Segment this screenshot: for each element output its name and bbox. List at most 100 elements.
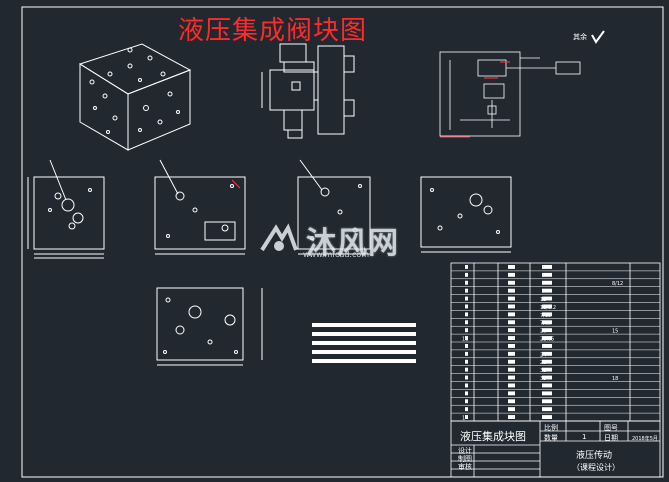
parts-row-glyph (508, 399, 515, 404)
parts-row-glyph (542, 304, 552, 309)
parts-row-glyph (465, 391, 468, 396)
parts-row-glyph (508, 280, 515, 285)
parts-row-glyph (465, 415, 468, 419)
parts-row-glyph (465, 288, 468, 293)
parts-row-text: 12/8.2 (540, 305, 556, 311)
parts-row-glyph (542, 272, 552, 277)
parts-row-glyph (508, 288, 515, 293)
parts-row-glyph (508, 359, 515, 364)
parts-row-text: 24 (540, 352, 546, 358)
parts-row-glyph (465, 375, 468, 380)
parts-row-glyph (508, 272, 515, 277)
parts-row-glyph (465, 407, 468, 412)
parts-row-text: 7/15 (540, 313, 551, 319)
watermark-logo-icon (260, 223, 298, 252)
parts-row-glyph (542, 344, 552, 348)
parts-row-glyph (465, 328, 468, 333)
drawing-border (21, 6, 664, 478)
parts-row-glyph (508, 296, 515, 301)
drawing-title: 液压集成阀块图 (178, 16, 368, 46)
isometric-block-view (78, 43, 192, 151)
parts-row-text: 12 (540, 297, 546, 303)
title-block-frame (450, 420, 661, 478)
title-block-drawing-no-label: 图号 (604, 424, 618, 432)
parts-row-glyph (542, 407, 552, 412)
parts-row-glyph (508, 351, 515, 356)
parts-row-glyph (508, 407, 515, 412)
parts-row-glyph (542, 383, 552, 388)
parts-row-glyph (542, 265, 552, 269)
parts-row-glyph (465, 304, 468, 309)
parts-row-glyph (542, 399, 552, 404)
parts-row-glyph (508, 265, 515, 269)
parts-row-glyph (508, 383, 515, 388)
parts-row-text: 7/15 (540, 321, 551, 327)
parts-row-glyph (508, 391, 515, 396)
parts-row-text: 21.85 (540, 337, 554, 343)
watermark-url: www.mfcad.com (303, 250, 370, 259)
parts-row-glyph (542, 375, 552, 380)
parts-row-glyph (508, 328, 515, 333)
parts-row-glyph (465, 265, 468, 269)
title-block-project-sub: （课程设计） (572, 463, 620, 472)
face-view-2-marks (231, 179, 241, 189)
parts-row-glyph (542, 367, 552, 372)
title-block-designer-label: 设计 (458, 447, 472, 455)
schematic-red-marks (440, 61, 510, 138)
parts-row-glyph (508, 415, 515, 419)
title-block-date-label: 日期 (604, 434, 618, 442)
parts-row-glyph (542, 288, 552, 293)
parts-row-glyph (465, 272, 468, 277)
parts-row-glyph (542, 280, 552, 285)
parts-row-glyph (508, 304, 515, 309)
parts-row-glyph (465, 383, 468, 388)
parts-row-glyph (542, 312, 552, 317)
title-block-qty-label: 数量 (544, 434, 558, 442)
parts-row-text: 33 (540, 368, 546, 374)
parts-row-glyph (465, 336, 468, 340)
parts-row-text: 1 (462, 416, 465, 422)
parts-row-glyph (542, 336, 552, 340)
parts-row-text: 11 (462, 337, 468, 343)
parts-row-text: 18 (612, 376, 618, 382)
parts-row-glyph (465, 344, 468, 348)
face-view-3 (297, 159, 371, 255)
parts-row-glyph (465, 399, 468, 404)
parts-row-glyph (542, 415, 552, 419)
parts-row-text: 28 (540, 360, 546, 366)
title-block-part-name: 液压集成块图 (460, 430, 526, 443)
parts-row-glyph (465, 359, 468, 364)
title-block-scale-label: 比例 (544, 424, 558, 432)
title-block-date-value: 2018年5月 (632, 436, 658, 442)
parts-row-text: 20 (540, 329, 546, 335)
parts-row-glyph (508, 375, 515, 380)
title-block-drawer-label: 制图 (458, 455, 472, 463)
title-block-qty-value: 1 (582, 433, 587, 441)
parts-row-glyph (508, 312, 515, 317)
parts-row-glyph (542, 328, 552, 333)
title-block-checker-label: 审核 (458, 463, 472, 471)
surface-finish-label: 其余 (573, 33, 587, 41)
watermark: 沐风网 (256, 218, 399, 262)
parts-row-glyph (508, 336, 515, 340)
parts-row-glyph (465, 280, 468, 285)
parts-row-glyph (508, 344, 515, 348)
hydraulic-schematic (439, 51, 581, 137)
parts-row-glyph (508, 367, 515, 372)
parts-row-glyph (465, 351, 468, 356)
parts-row-glyph (465, 320, 468, 325)
parts-row-glyph (465, 312, 468, 317)
assembly-front-view (261, 43, 355, 139)
parts-row-glyph (508, 320, 515, 325)
parts-row-glyph (465, 367, 468, 372)
face-view-1 (27, 159, 105, 259)
parts-row-glyph (542, 351, 552, 356)
face-view-2 (154, 159, 246, 255)
parts-row-text: 33 (540, 376, 546, 382)
parts-row-glyph (542, 391, 552, 396)
technical-notes (312, 323, 416, 363)
face-view-5 (156, 287, 263, 366)
parts-row-glyph (465, 296, 468, 301)
